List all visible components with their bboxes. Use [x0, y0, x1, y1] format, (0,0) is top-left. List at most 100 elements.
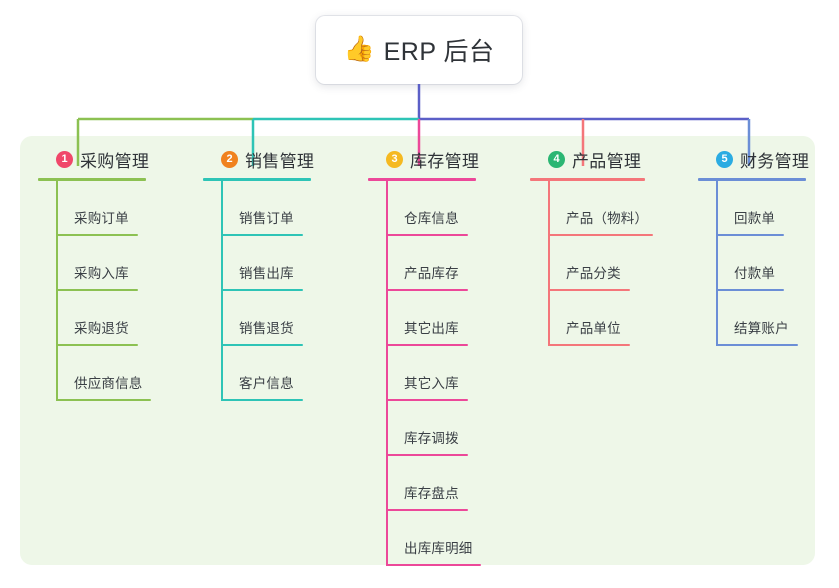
- tree-node-rule: [386, 564, 481, 566]
- tree-node-rule: [548, 234, 653, 236]
- column-2: 2 销售管理销售订单销售出库销售退货客户信息: [203, 146, 315, 401]
- column-tree-2: 销售订单销售出库销售退货客户信息: [221, 181, 311, 401]
- column-title-2: 销售管理: [245, 151, 315, 171]
- tree-node-label: 客户信息: [239, 376, 294, 391]
- column-header-4[interactable]: 4 产品管理: [530, 146, 645, 172]
- tree-node[interactable]: 回款单: [716, 181, 806, 236]
- column-tree-5: 回款单付款单结算账户: [716, 181, 806, 346]
- tree-node-label: 销售订单: [239, 211, 294, 226]
- tree-node-rule: [716, 344, 798, 346]
- tree-node[interactable]: 销售退货: [221, 291, 311, 346]
- tree-node-rule: [221, 344, 303, 346]
- tree-node-label: 产品单位: [566, 321, 621, 336]
- tree-node-rule: [221, 399, 303, 401]
- tree-node-rule: [386, 509, 468, 511]
- tree-node-label: 采购订单: [74, 211, 129, 226]
- tree-node-label: 产品分类: [566, 266, 621, 281]
- tree-node-rule: [56, 344, 138, 346]
- tree-node[interactable]: 采购退货: [56, 291, 146, 346]
- tree-node[interactable]: 采购入库: [56, 236, 146, 291]
- column-header-rule-2: [203, 178, 311, 181]
- tree-node-label: 出库库明细: [404, 541, 473, 556]
- tree-node-rule: [386, 399, 468, 401]
- tree-node-rule: [56, 234, 138, 236]
- tree-node-rule: [386, 344, 468, 346]
- tree-node-rule: [56, 289, 138, 291]
- tree-node-label: 库存盘点: [404, 486, 459, 501]
- tree-node[interactable]: 供应商信息: [56, 346, 151, 401]
- tree-node-label: 其它出库: [404, 321, 459, 336]
- column-header-rule-4: [530, 178, 645, 181]
- thumbs-up-icon: 👍: [343, 34, 375, 63]
- column-4: 4 产品管理产品（物料） 产品分类产品单位: [530, 146, 653, 346]
- tree-node-label: 库存调拨: [404, 431, 459, 446]
- tree-node-label: 销售退货: [239, 321, 294, 336]
- root-node-title: ERP 后台: [383, 38, 495, 66]
- tree-node-label: 产品（物料）: [566, 211, 649, 226]
- tree-node-label: 产品库存: [404, 266, 459, 281]
- tree-node[interactable]: 采购订单: [56, 181, 146, 236]
- tree-node-label: 销售出库: [239, 266, 294, 281]
- tree-node[interactable]: 结算账户: [716, 291, 806, 346]
- tree-node-rule: [386, 234, 468, 236]
- tree-node-label: 回款单: [734, 211, 776, 226]
- tree-node[interactable]: 出库库明细: [386, 511, 481, 566]
- column-tree-1: 采购订单采购入库采购退货供应商信息: [56, 181, 151, 401]
- column-title-4: 产品管理: [572, 151, 642, 171]
- tree-node[interactable]: 销售出库: [221, 236, 311, 291]
- column-header-rule-5: [698, 178, 806, 181]
- tree-node-label: 仓库信息: [404, 211, 459, 226]
- column-title-5: 财务管理: [740, 151, 810, 171]
- tree-node[interactable]: 客户信息: [221, 346, 311, 401]
- column-header-5[interactable]: 5 财务管理: [698, 146, 810, 172]
- tree-node-rule: [56, 399, 151, 401]
- tree-node-rule: [221, 234, 303, 236]
- column-5: 5 财务管理回款单付款单结算账户: [698, 146, 810, 346]
- tree-spine-2: [221, 181, 223, 401]
- tree-node-rule: [716, 289, 784, 291]
- tree-node-label: 供应商信息: [74, 376, 143, 391]
- column-badge-2: 2: [221, 150, 238, 168]
- column-title-3: 库存管理: [410, 151, 480, 171]
- column-title-1: 采购管理: [80, 151, 150, 171]
- column-badge-5: 5: [716, 150, 733, 168]
- tree-spine-4: [548, 181, 550, 346]
- tree-node[interactable]: 其它出库: [386, 291, 476, 346]
- column-badge-4: 4: [548, 150, 565, 168]
- tree-node-label: 采购入库: [74, 266, 129, 281]
- tree-node[interactable]: 付款单: [716, 236, 806, 291]
- column-tree-3: 仓库信息产品库存其它出库其它入库库存调拨库存盘点出库库明细: [386, 181, 481, 566]
- tree-node[interactable]: 销售订单: [221, 181, 311, 236]
- tree-node[interactable]: 库存调拨: [386, 401, 476, 456]
- tree-spine-1: [56, 181, 58, 401]
- tree-node[interactable]: 产品库存: [386, 236, 476, 291]
- tree-node-label: 其它入库: [404, 376, 459, 391]
- tree-node[interactable]: 产品（物料）: [548, 181, 653, 236]
- root-node-card[interactable]: 👍 ERP 后台: [316, 16, 522, 84]
- column-header-rule-1: [38, 178, 146, 181]
- tree-node-label: 付款单: [734, 266, 776, 281]
- column-header-rule-3: [368, 178, 476, 181]
- tree-node-rule: [386, 454, 468, 456]
- tree-node[interactable]: 产品单位: [548, 291, 645, 346]
- tree-node-rule: [221, 289, 303, 291]
- column-header-2[interactable]: 2 销售管理: [203, 146, 315, 172]
- tree-node-rule: [716, 234, 784, 236]
- tree-node[interactable]: 其它入库: [386, 346, 476, 401]
- tree-node-label: 采购退货: [74, 321, 129, 336]
- tree-spine-3: [386, 181, 388, 566]
- tree-node-label: 结算账户: [734, 321, 789, 336]
- tree-node[interactable]: 库存盘点: [386, 456, 476, 511]
- tree-spine-5: [716, 181, 718, 346]
- tree-node-rule: [548, 289, 630, 291]
- column-tree-4: 产品（物料） 产品分类产品单位: [548, 181, 653, 346]
- diagram-panel: [20, 136, 815, 565]
- tree-node[interactable]: 产品分类: [548, 236, 645, 291]
- tree-node[interactable]: 仓库信息: [386, 181, 476, 236]
- tree-node-rule: [548, 344, 630, 346]
